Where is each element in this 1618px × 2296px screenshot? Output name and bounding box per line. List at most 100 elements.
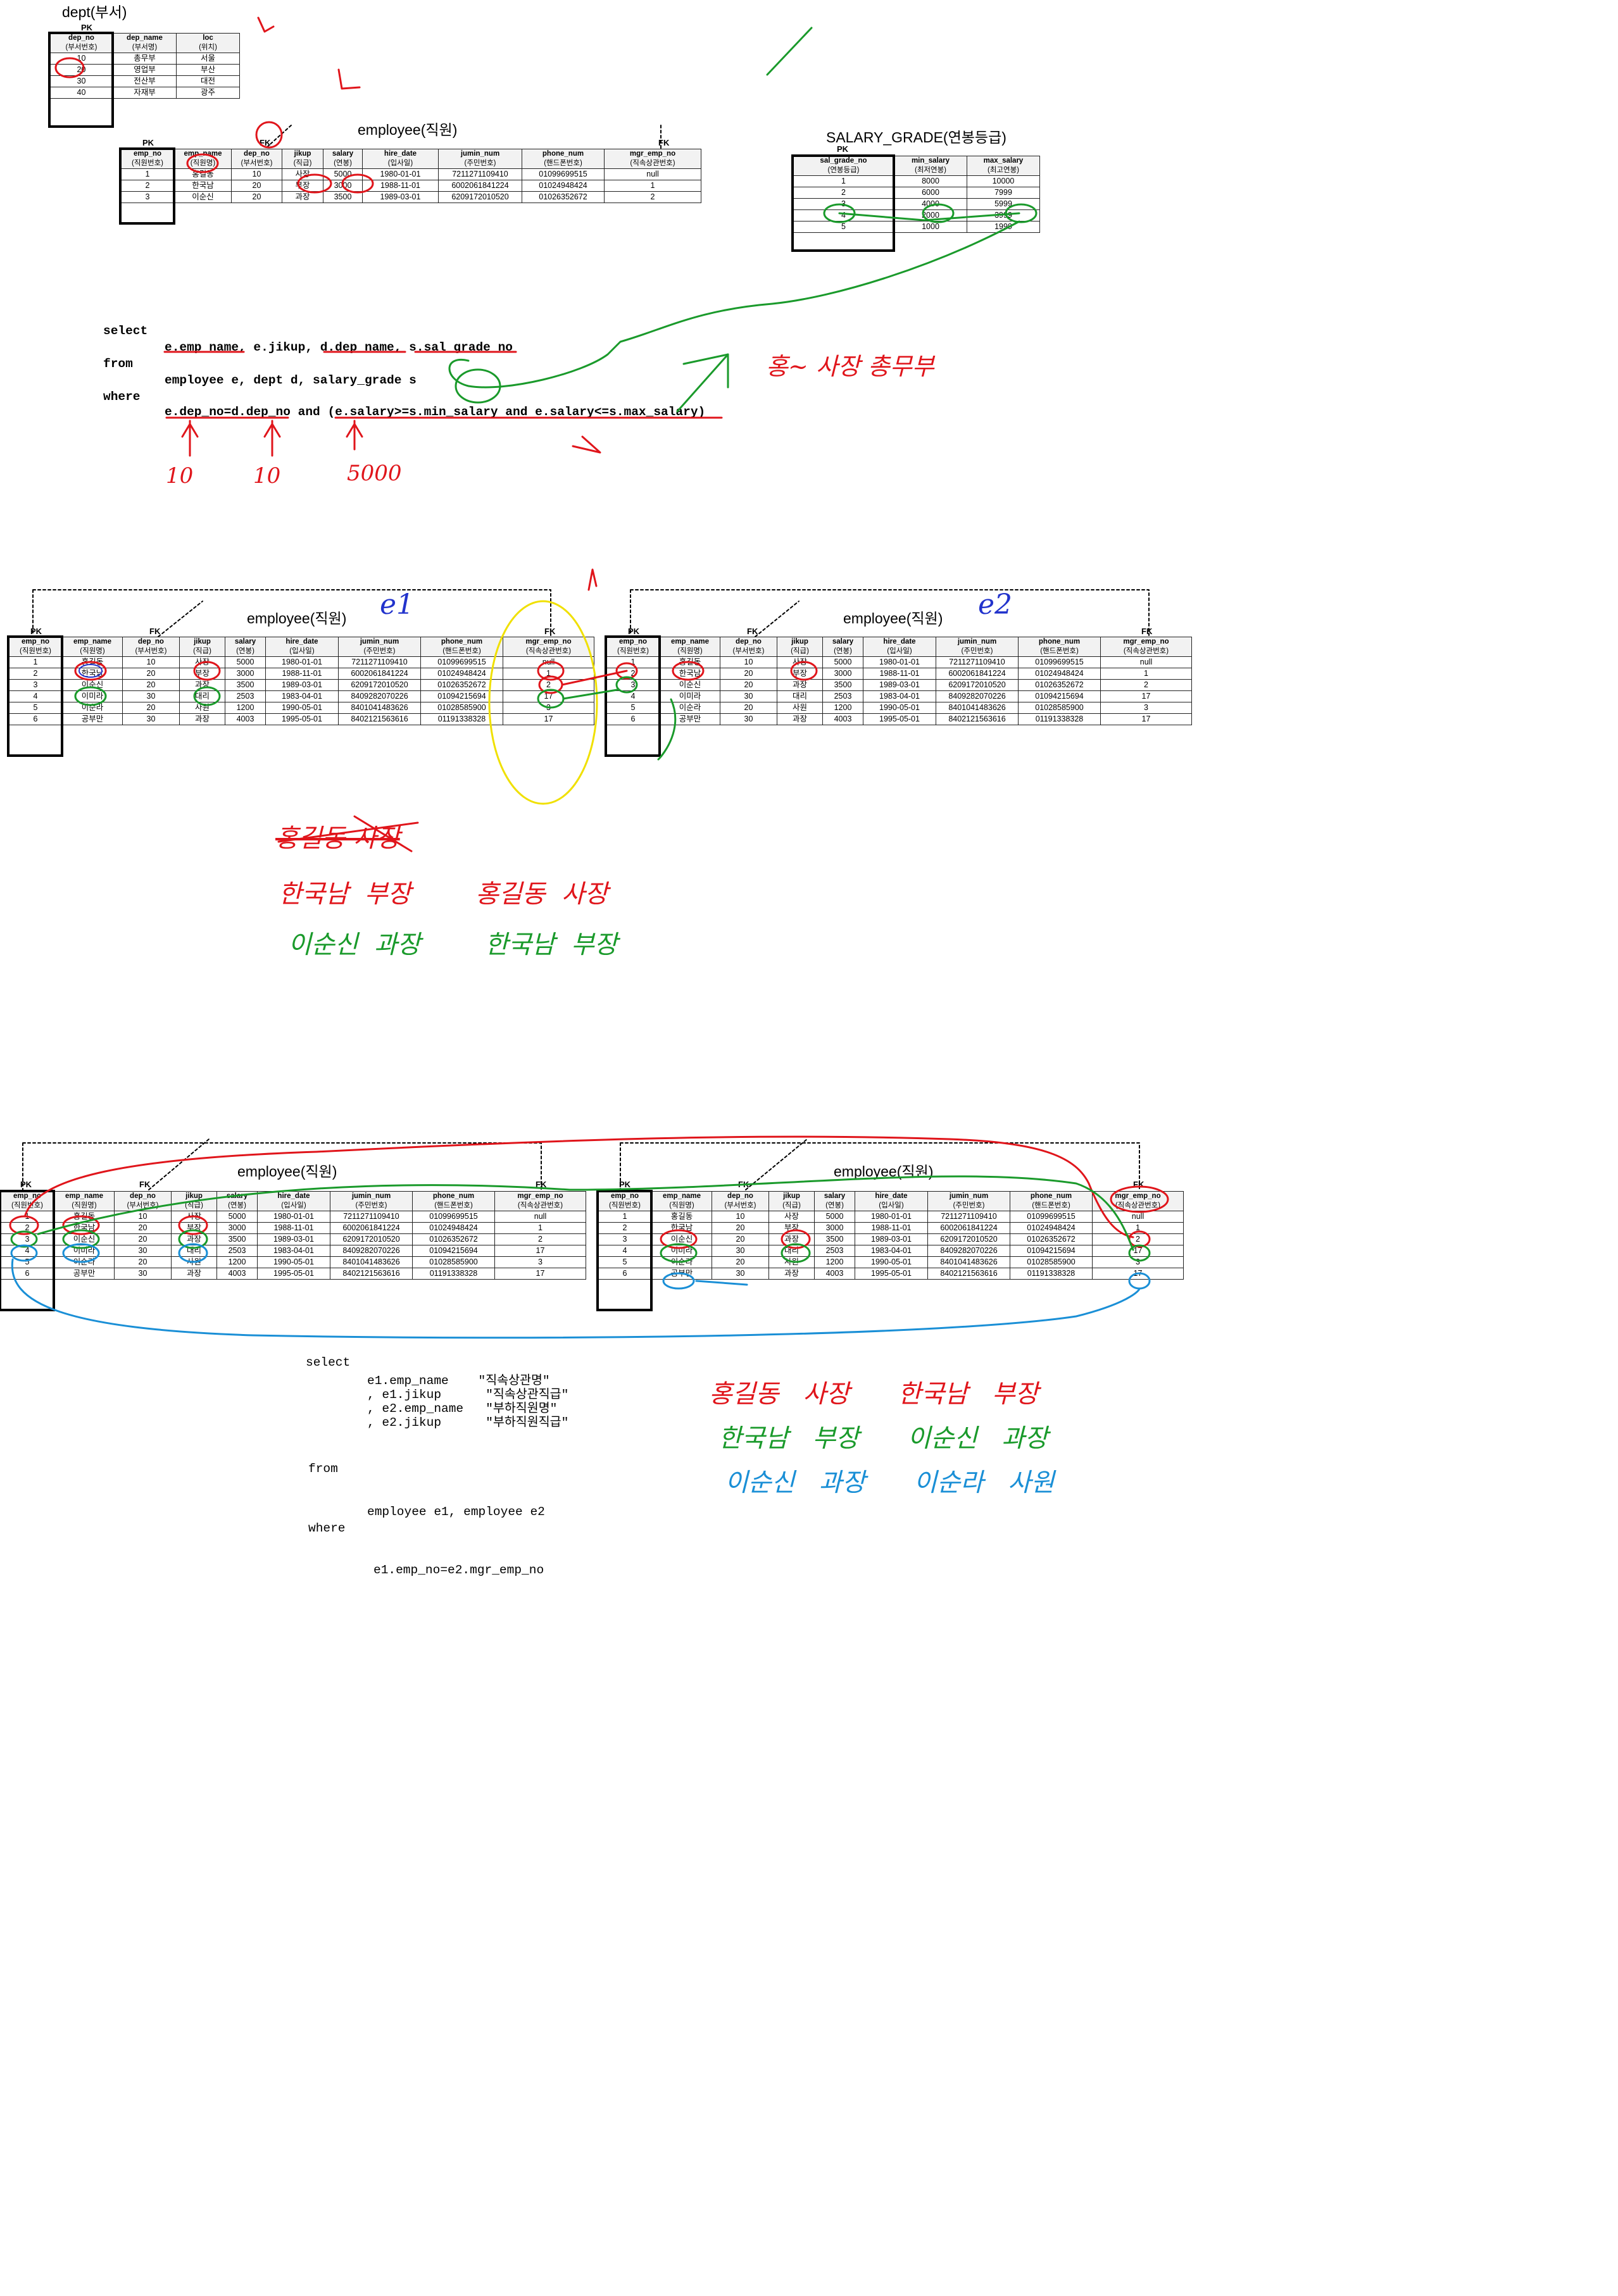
table-cell: 5000	[814, 1211, 855, 1223]
table-cell: 2	[598, 1222, 652, 1234]
column-subtitle: (직급)	[193, 647, 211, 655]
table-cell: 01191338328	[412, 1268, 495, 1280]
table-cell: 1989-03-01	[362, 191, 439, 203]
table-cell: 30	[720, 713, 777, 725]
table-cell: 3000	[216, 1222, 258, 1234]
column-name: sal_grade_no	[820, 157, 867, 165]
table-cell: 5	[606, 702, 660, 714]
green-circles-q1	[448, 203, 1038, 413]
table-cell: 이미라	[660, 690, 720, 702]
table-cell: 6209172010520	[338, 679, 421, 691]
q2-select-line-1: e1.emp_name "직속상관명"	[367, 1374, 550, 1388]
table-cell: 5000	[216, 1211, 258, 1223]
table-cell: 사장	[171, 1211, 217, 1223]
table-cell: 1988-11-01	[863, 668, 936, 680]
hand-e2-label: e2	[978, 589, 1013, 621]
table-cell: 한국남	[660, 668, 720, 680]
table-cell: 1989-03-01	[265, 679, 339, 691]
table-cell: 5999	[967, 198, 1040, 210]
q1-where-condition: e.dep_no=d.dep_no and (e.salary>=s.min_s…	[165, 405, 706, 419]
column-name: emp_name	[662, 1192, 701, 1200]
table-cell: 부장	[171, 1222, 217, 1234]
table-cell: 10	[114, 1211, 172, 1223]
table-cell: 대리	[777, 690, 823, 702]
column-header: dep_no(부서번호)	[122, 637, 180, 657]
column-header: jikup(직급)	[282, 149, 323, 169]
table-cell: 1980-01-01	[362, 168, 439, 180]
table-cell: 5	[793, 221, 894, 233]
column-name: emp_no	[610, 1192, 639, 1200]
column-subtitle: (직속상관번호)	[525, 647, 572, 655]
table-cell: 01099699515	[1010, 1211, 1093, 1223]
table-cell: 7211271109410	[338, 656, 421, 668]
table-cell: 1	[1092, 1222, 1184, 1234]
column-header: jumin_num(주민번호)	[927, 1191, 1010, 1211]
employee-short-fk-label: FK	[260, 138, 271, 147]
table-cell: 과장	[768, 1268, 815, 1280]
table-cell: 홍길동	[62, 656, 123, 668]
column-header: max_salary(최고연봉)	[967, 156, 1040, 176]
table-cell: 3	[8, 679, 63, 691]
table-cell: 20	[49, 64, 113, 76]
table-cell: 홍길동	[651, 1211, 712, 1223]
column-name: dep_no	[244, 150, 270, 158]
column-header: hire_date(입사일)	[855, 1191, 928, 1211]
table-cell: 01094215694	[1010, 1245, 1093, 1257]
table-cell: 17	[503, 713, 594, 725]
table-cell: 1983-04-01	[257, 1245, 330, 1257]
q2-from-list: employee e1, employee e2	[367, 1505, 545, 1519]
table-cell: 1980-01-01	[265, 656, 339, 668]
table-cell: 1	[606, 656, 660, 668]
column-header: phone_num(핸드폰번호)	[420, 637, 503, 657]
hand-q1-val-1: 10	[166, 463, 194, 489]
column-subtitle: (핸드폰번호)	[434, 1202, 473, 1209]
column-header: mgr_emp_no(직속상관번호)	[604, 149, 701, 169]
table-cell: 01094215694	[1018, 690, 1101, 702]
salary-grade-table: sal_grade_no(연봉등급)min_salary(최저연봉)max_sa…	[793, 156, 1040, 233]
column-subtitle: (직원명)	[677, 647, 703, 655]
column-header: salary(연봉)	[323, 149, 363, 169]
column-header: salary(연봉)	[225, 637, 266, 657]
emp-a1-fk-label: FK	[149, 627, 161, 636]
table-cell: 한국남	[174, 180, 232, 192]
column-header: hire_date(입사일)	[257, 1191, 330, 1211]
table-cell: 1200	[822, 702, 863, 714]
table-cell: 10	[231, 168, 282, 180]
table-cell: 1000	[894, 221, 967, 233]
table-cell: 한국남	[62, 668, 123, 680]
table-cell: 3999	[967, 209, 1040, 221]
table-cell: 17	[503, 690, 594, 702]
table-cell: 2503	[814, 1245, 855, 1257]
column-name: emp_name	[184, 150, 222, 158]
hand-q1-val-3: 5000	[347, 461, 402, 486]
table-cell: 사원	[179, 702, 225, 714]
employee-short-title: employee(직원)	[358, 122, 458, 138]
table-cell: 2503	[822, 690, 863, 702]
column-subtitle: (주민번호)	[363, 647, 396, 655]
table-cell: 8402121563616	[330, 1268, 413, 1280]
table-cell: 7999	[967, 187, 1040, 199]
column-name: loc	[203, 34, 213, 42]
table-cell: 01024948424	[412, 1222, 495, 1234]
table-cell: 부산	[176, 64, 240, 76]
table-cell: 3500	[323, 191, 363, 203]
column-name: jumin_num	[360, 638, 399, 646]
q2-where-condition: e1.emp_no=e2.mgr_emp_no	[373, 1563, 544, 1577]
table-cell: 5	[8, 702, 63, 714]
column-subtitle: (직원번호)	[617, 647, 649, 655]
table-cell: 사원	[768, 1256, 815, 1268]
emp-a1-pk-label: PK	[30, 627, 42, 636]
table-cell: 01099699515	[412, 1211, 495, 1223]
table-cell: 01026352672	[1018, 679, 1101, 691]
hand-e1-label: e1	[380, 589, 415, 621]
table-cell: 2	[793, 187, 894, 199]
column-subtitle: (직급)	[782, 1202, 801, 1209]
table-cell: null	[503, 656, 594, 668]
table-cell: 17	[1100, 713, 1192, 725]
